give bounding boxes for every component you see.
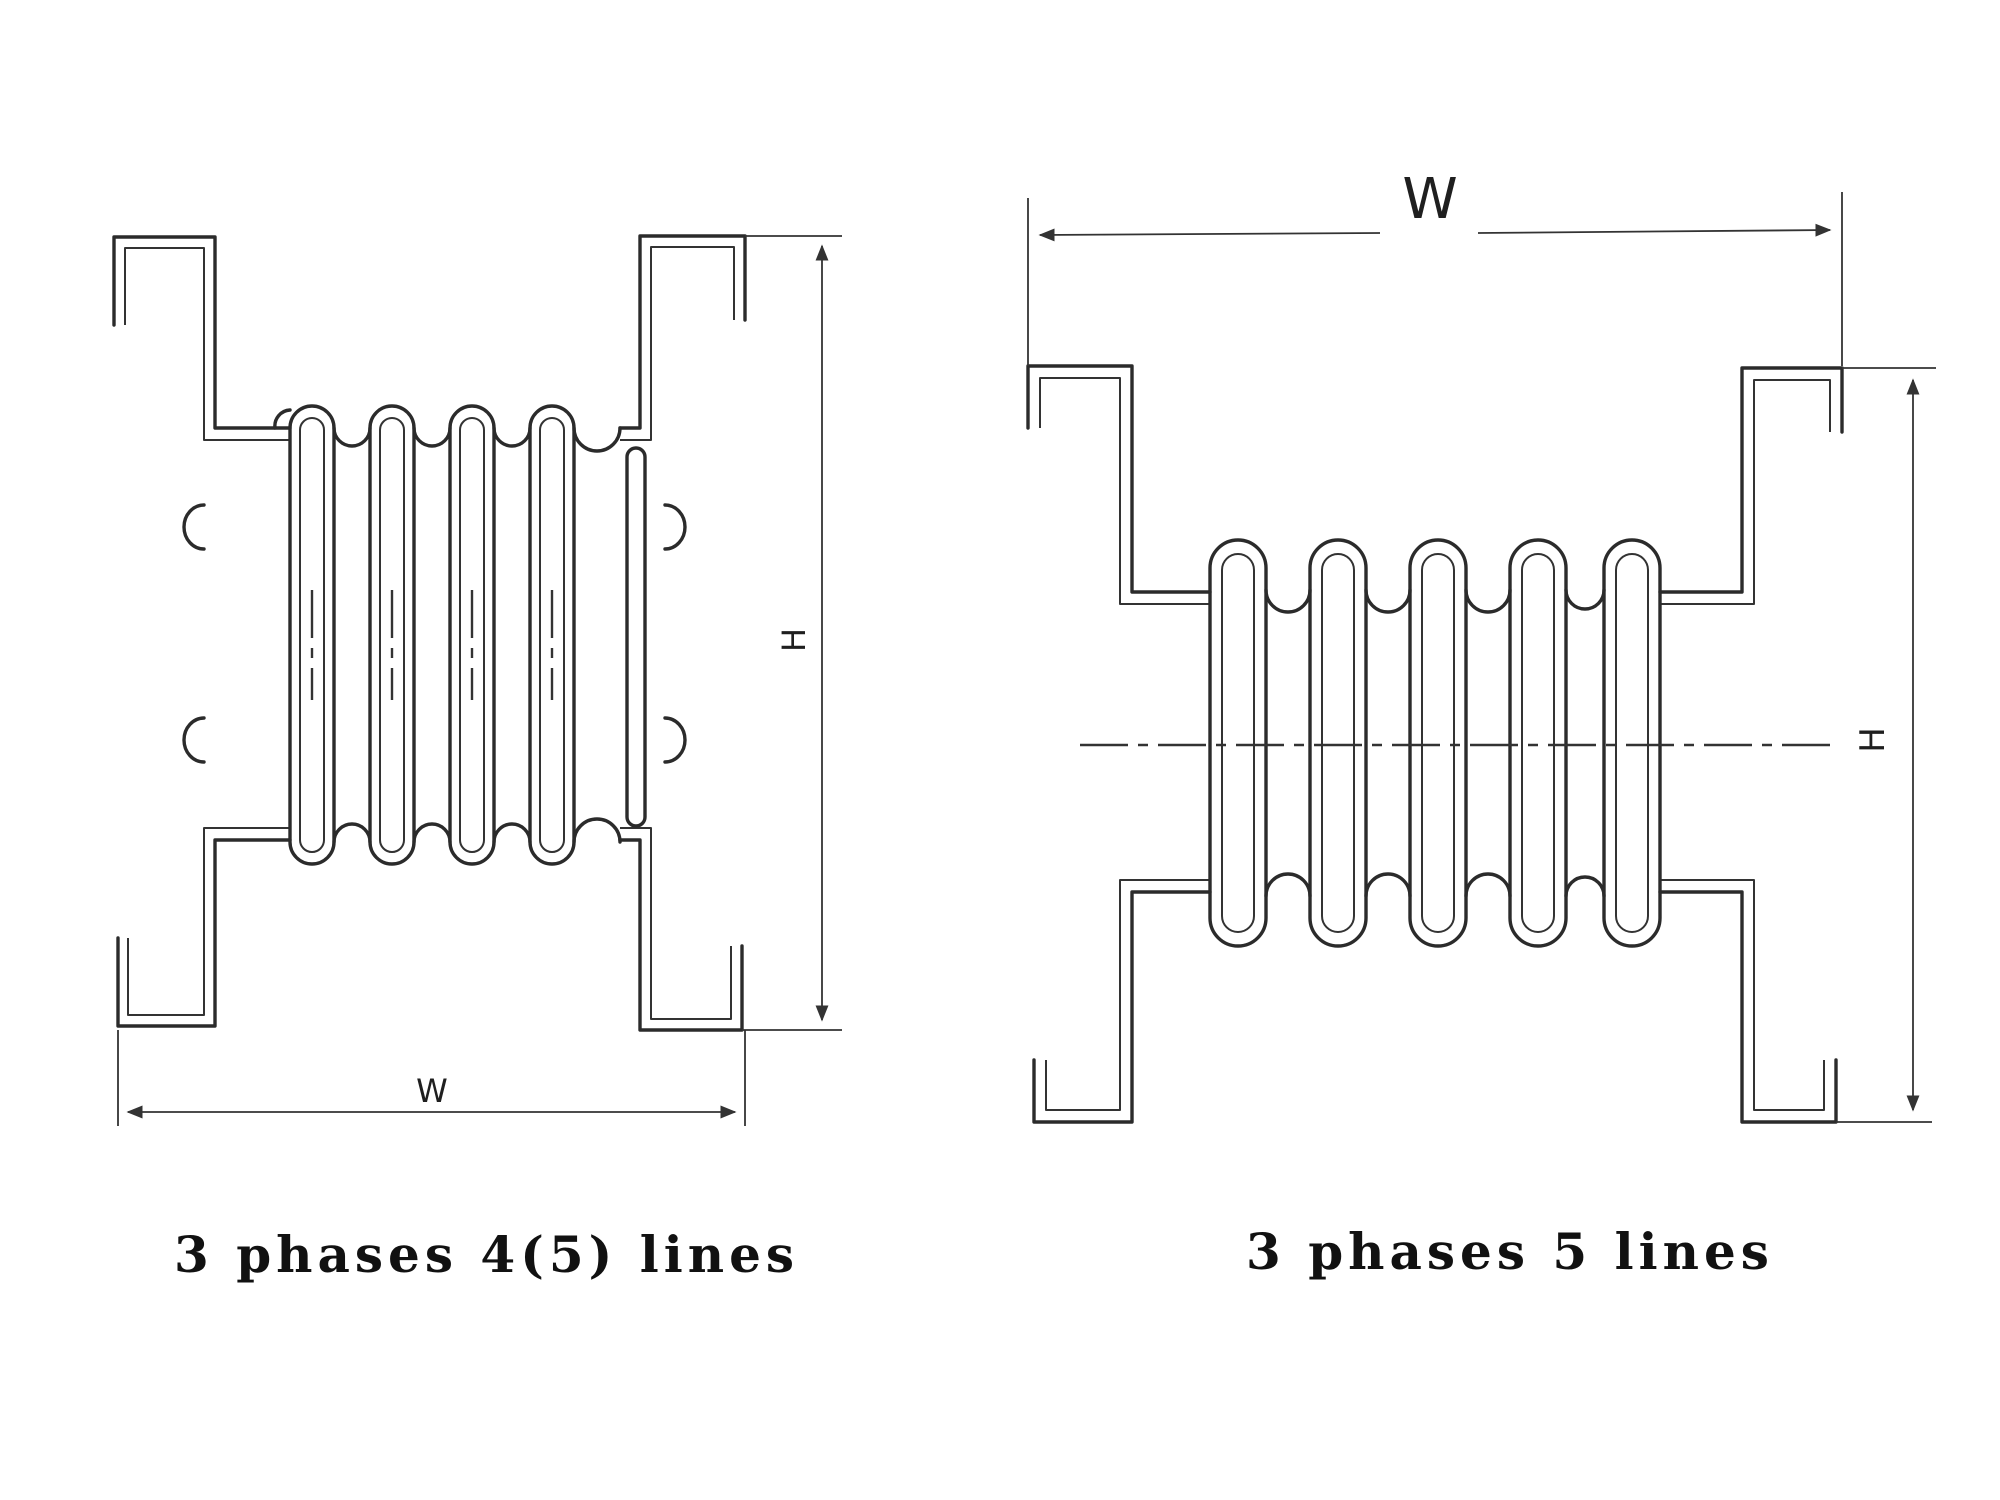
right-dim-W-line-right — [1477, 223, 1832, 237]
left-housing-left-rail — [112, 235, 292, 1028]
left-conductor-bends-top — [273, 408, 622, 453]
diagram-right: W H — [1026, 167, 1936, 1124]
left-conductor-2-inner — [379, 417, 405, 853]
left-housing-right-rail — [618, 234, 747, 1032]
left-housing-left-bump-bottom — [182, 716, 206, 764]
left-dim-W-label: W — [416, 1072, 448, 1110]
right-conductor-5 — [1602, 538, 1662, 948]
right-conductor-3-inner — [1421, 553, 1455, 933]
left-housing-right-bump-top — [663, 503, 687, 551]
right-housing-left-rail-inner — [1039, 377, 1210, 1111]
right-housing-left-rail — [1026, 364, 1212, 1124]
left-center-line — [310, 590, 554, 700]
right-housing-right-rail — [1658, 366, 1844, 1124]
left-conductor-3-inner — [459, 417, 485, 853]
right-conductors — [1080, 538, 1830, 948]
right-conductor-1 — [1208, 538, 1268, 948]
right-conductor-bends-bottom — [1264, 872, 1606, 898]
left-housing-right-rail-inner — [620, 246, 735, 1020]
diagram-left: H W — [112, 234, 842, 1126]
left-housing-left-bump-top — [182, 503, 206, 551]
right-conductor-4 — [1508, 538, 1568, 948]
left-conductor-1-inner — [299, 417, 325, 853]
right-conductor-5-inner — [1615, 553, 1649, 933]
right-conductor-4-inner — [1521, 553, 1555, 933]
right-dim-W-line-left — [1038, 228, 1381, 242]
right-housing-right-rail-inner — [1660, 379, 1831, 1111]
right-conductor-bends-top — [1264, 588, 1606, 614]
right-conductor-1-inner — [1221, 553, 1255, 933]
left-conductor-bends-bottom — [332, 817, 622, 844]
right-dim-H-label: H — [1853, 727, 1893, 753]
left-conductor-4-inner — [539, 417, 565, 853]
caption-left-diagram: 3 phases 4(5) lines — [174, 1225, 800, 1284]
right-conductor-2 — [1308, 538, 1368, 948]
right-conductor-3 — [1408, 538, 1468, 948]
left-neutral-bar — [625, 446, 647, 828]
right-dim-W-label: W — [1402, 167, 1457, 232]
left-housing-right-bump-bottom — [663, 716, 687, 764]
left-housing-left-rail-inner — [124, 247, 290, 1016]
left-dim-H-label: H — [775, 628, 813, 652]
right-conductor-2-inner — [1321, 553, 1355, 933]
left-conductors — [273, 404, 647, 866]
caption-right-diagram: 3 phases 5 lines — [1246, 1222, 1774, 1281]
